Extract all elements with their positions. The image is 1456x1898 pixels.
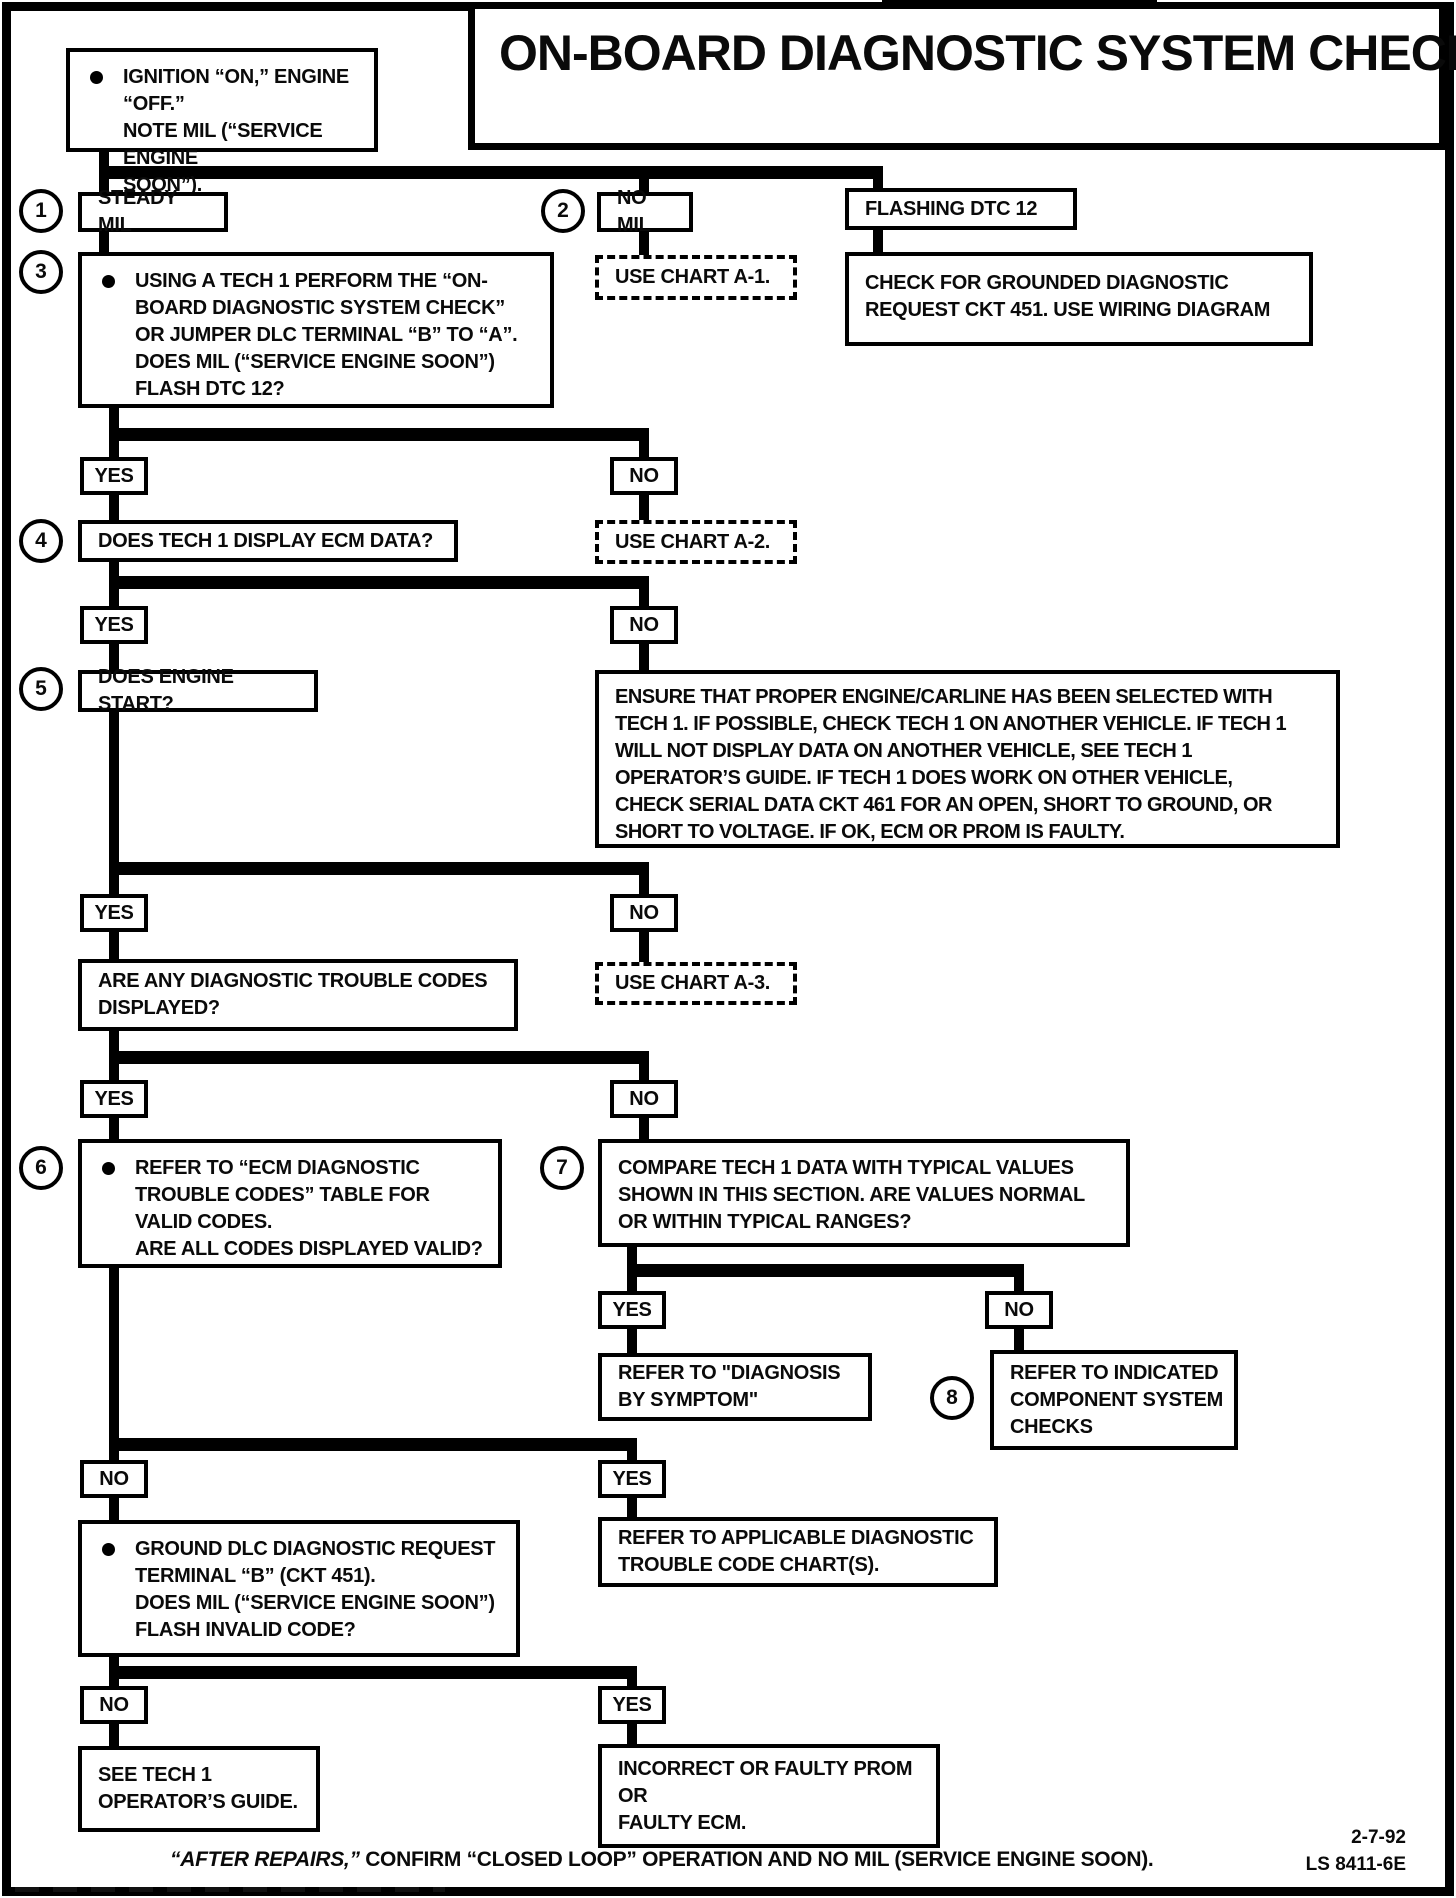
connector-line <box>639 230 649 257</box>
connector-line <box>627 1438 637 1462</box>
see-guide-box: SEE TECH 1 OPERATOR’S GUIDE. <box>78 1746 320 1832</box>
display-ecm-box: DOES TECH 1 DISPLAY ECM DATA? <box>78 520 458 562</box>
connector-line <box>627 1494 637 1519</box>
connector-line <box>109 490 119 522</box>
connector-line <box>639 930 649 964</box>
connector-line <box>109 576 649 589</box>
yes-tag-2: YES <box>80 606 148 644</box>
check-grounded-box: CHECK FOR GROUNDED DIAGNOSTIC REQUEST CK… <box>845 252 1313 346</box>
yes-tag-5: YES <box>598 1291 666 1329</box>
connector-line <box>639 576 649 608</box>
connector-line <box>627 1264 1024 1277</box>
connector-line <box>109 1051 649 1064</box>
engine-start-box: DOES ENGINE START? <box>78 666 318 715</box>
connector-line <box>109 428 649 441</box>
connector-line <box>99 166 883 179</box>
footer-note-rest: CONFIRM “CLOSED LOOP” OPERATION AND NO M… <box>359 1848 1154 1871</box>
connector-line <box>639 862 649 896</box>
page-title: ON-BOARD DIAGNOSTIC SYSTEM CHECK <box>499 25 1456 81</box>
step-circle-6: 6 <box>19 1146 63 1190</box>
connector-line <box>109 862 649 875</box>
compare-values-box: COMPARE TECH 1 DATA WITH TYPICAL VALUES … <box>598 1139 1130 1247</box>
step-circle-7: 7 <box>540 1146 584 1190</box>
connector-line <box>639 642 649 672</box>
no-tag-2: NO <box>610 606 678 644</box>
connector-line <box>109 1116 119 1141</box>
start-box: IGNITION “ON,” ENGINE “OFF.” NOTE MIL (“… <box>66 48 378 196</box>
connector-line <box>639 490 649 522</box>
connector-line <box>1014 1326 1024 1352</box>
perform-check-box: USING A TECH 1 PERFORM THE “ON- BOARD DI… <box>78 252 554 408</box>
bullet-icon <box>90 71 103 84</box>
connector-line <box>639 428 649 459</box>
steady-mil-box: STEADY MIL <box>78 187 228 236</box>
step-circle-5: 5 <box>19 667 63 711</box>
footer-note-lead: “AFTER REPAIRS,” <box>170 1848 360 1871</box>
yes-tag-3: YES <box>80 894 148 932</box>
connector-line <box>109 1720 119 1748</box>
no-mil-box: NO MIL <box>597 187 693 236</box>
no-tag-5: NO <box>985 1291 1053 1329</box>
step-circle-3: 3 <box>19 250 63 294</box>
connector-line <box>109 642 119 672</box>
ensure-engine-box: ENSURE THAT PROPER ENGINE/CARLINE HAS BE… <box>595 670 1340 848</box>
bullet-icon <box>102 1543 115 1556</box>
title-box: ON-BOARD DIAGNOSTIC SYSTEM CHECK <box>468 2 1456 150</box>
no-tag-3: NO <box>610 894 678 932</box>
doc-id-block: 2-7-92 LS 8411-6E <box>1230 1824 1406 1878</box>
faulty-prom-box: INCORRECT OR FAULTY PROM OR FAULTY ECM. <box>598 1744 940 1848</box>
connector-line <box>109 710 119 896</box>
footer-note: “AFTER REPAIRS,” CONFIRM “CLOSED LOOP” O… <box>170 1848 1154 1872</box>
component-checks-box: REFER TO INDICATED COMPONENT SYSTEM CHEC… <box>990 1350 1238 1450</box>
yes-tag-7: YES <box>598 1686 666 1724</box>
diagnosis-symptom-box: REFER TO "DIAGNOSIS BY SYMPTOM" <box>598 1353 872 1421</box>
ground-dlc-box: GROUND DLC DIAGNOSTIC REQUEST TERMINAL “… <box>78 1520 520 1657</box>
connector-line <box>1014 1264 1024 1293</box>
valid-codes-box: REFER TO “ECM DIAGNOSTIC TROUBLE CODES” … <box>78 1139 502 1268</box>
start-text: IGNITION “ON,” ENGINE “OFF.” NOTE MIL (“… <box>123 66 349 196</box>
yes-tag-6: YES <box>598 1460 666 1498</box>
use-chart-a3-box: USE CHART A-3. <box>595 962 797 1005</box>
connector-line <box>109 1666 637 1679</box>
no-tag-1: NO <box>610 457 678 495</box>
flashing-dtc-box: FLASHING DTC 12 <box>845 188 1077 230</box>
step-circle-8: 8 <box>930 1376 974 1420</box>
yes-tag-4: YES <box>80 1080 148 1118</box>
connector-line <box>639 166 649 194</box>
doc-date: 2-7-92 <box>1351 1827 1406 1848</box>
bullet-icon <box>102 275 115 288</box>
connector-line <box>639 1051 649 1082</box>
step-circle-4: 4 <box>19 519 63 563</box>
scan-artifact <box>15 1887 445 1892</box>
use-chart-a2-box: USE CHART A-2. <box>595 520 797 564</box>
no-tag-4: NO <box>610 1080 678 1118</box>
connector-line <box>99 230 109 254</box>
connector-line <box>627 1666 637 1688</box>
doc-code: LS 8411-6E <box>1305 1854 1406 1875</box>
no-tag-7: NO <box>80 1686 148 1724</box>
connector-line <box>109 930 119 961</box>
connector-line <box>627 1326 637 1355</box>
use-chart-a1-box: USE CHART A-1. <box>595 255 797 300</box>
connector-line <box>109 1438 637 1451</box>
connector-line <box>639 1116 649 1141</box>
connector-line <box>109 1494 119 1522</box>
applicable-charts-box: REFER TO APPLICABLE DIAGNOSTIC TROUBLE C… <box>598 1517 998 1587</box>
bullet-icon <box>102 1162 115 1175</box>
connector-line <box>109 1266 119 1462</box>
step-circle-2: 2 <box>541 189 585 233</box>
no-tag-6: NO <box>80 1460 148 1498</box>
connector-line <box>873 228 883 254</box>
connector-line <box>627 1720 637 1746</box>
yes-tag-1: YES <box>80 457 148 495</box>
connector-line <box>873 166 883 192</box>
any-codes-box: ARE ANY DIAGNOSTIC TROUBLE CODES DISPLAY… <box>78 959 518 1031</box>
step-circle-1: 1 <box>19 189 63 233</box>
